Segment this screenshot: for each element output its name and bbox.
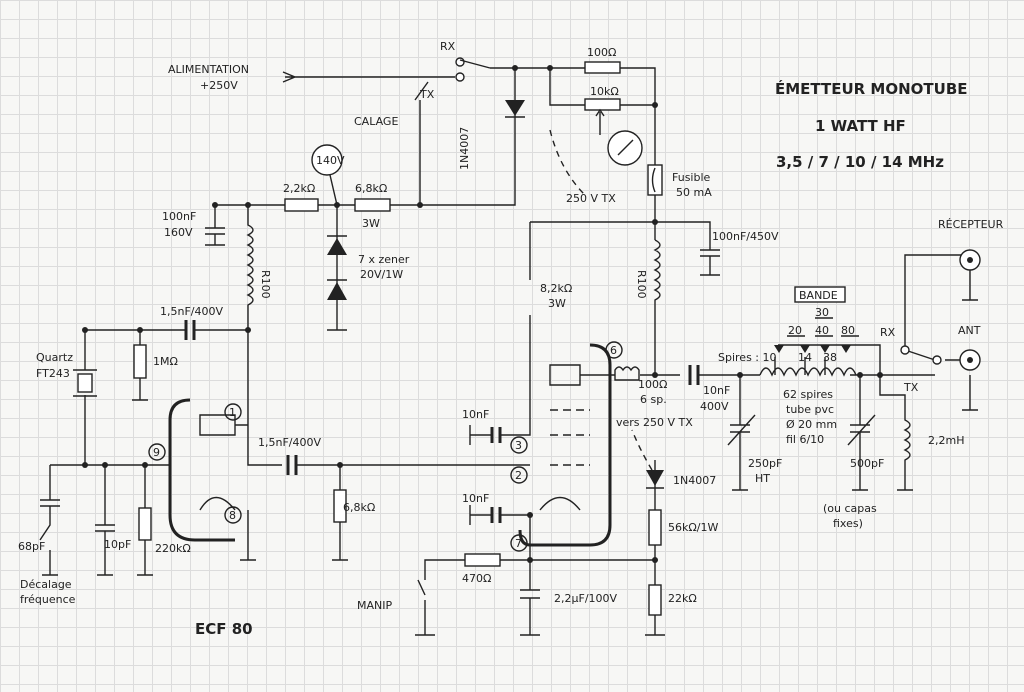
r-6k8-label: 6,8kΩ: [355, 182, 387, 195]
choke-label: R100: [259, 270, 272, 299]
cap-500pf-label: 500pF: [850, 457, 884, 470]
fixed-caps-2: fixes): [833, 517, 863, 530]
coil-spec-4: fil 6/10: [786, 433, 824, 446]
zener-label: 7 x zener: [358, 253, 410, 266]
r-10k-label: 10kΩ: [590, 85, 619, 98]
band-40: 40: [815, 324, 829, 337]
plate-choke-label: R100: [635, 270, 648, 299]
vers-250v-label: vers 250 V TX: [616, 416, 693, 429]
calage-label: CALAGE: [354, 115, 398, 128]
cap-250pf-ht: HT: [755, 472, 770, 485]
pin-2: 2: [515, 469, 522, 482]
meter-label: 140V: [316, 154, 345, 167]
fuse-label: Fusible: [672, 171, 711, 184]
supply-label: ALIMENTATION: [168, 63, 249, 76]
coil-spec-2: tube pvc: [786, 403, 834, 416]
coupling-cap-label: 1,5nF/400V: [160, 305, 223, 318]
cap-160v-label: 160V: [164, 226, 193, 239]
band-80: 80: [841, 324, 855, 337]
choke-2m2-label: 2,2mH: [928, 434, 964, 447]
cap-10pf-label: 10pF: [104, 538, 131, 551]
rx-label: RX: [440, 40, 456, 53]
pin-1: 1: [229, 406, 236, 419]
zener-rating: 20V/1W: [360, 268, 403, 281]
cap-2u2-label: 2,2µF/100V: [554, 592, 618, 605]
pin-6: 6: [610, 344, 617, 357]
pin-3: 3: [515, 439, 522, 452]
r-6k8-grid-label: 6,8kΩ: [343, 501, 375, 514]
r-100-label: 100Ω: [587, 46, 616, 59]
tap-14: 14: [798, 351, 812, 364]
cap-g2-label: 10nF: [462, 408, 489, 421]
r-220k-label: 220kΩ: [155, 542, 191, 555]
title-line-1: ÉMETTEUR MONOTUBE: [775, 79, 968, 98]
title-line-2: 1 WATT HF: [815, 117, 906, 135]
coupling-cap-2-label: 1,5nF/400V: [258, 436, 321, 449]
pin-8: 8: [229, 509, 236, 522]
diode-2-label: 1N4007: [673, 474, 716, 487]
decoupling-cap-label: 100nF/450V: [712, 230, 779, 243]
r-22k-label: 22kΩ: [668, 592, 697, 605]
manip-label: MANIP: [357, 599, 392, 612]
cap-250pf-label: 250pF: [748, 457, 782, 470]
r-8k2-power: 3W: [548, 297, 566, 310]
r-8k2-label: 8,2kΩ: [540, 282, 572, 295]
tube-type: ECF 80: [195, 620, 253, 638]
shift-label-2: fréquence: [20, 593, 76, 606]
diode-label: 1N4007: [458, 127, 471, 170]
shift-label-1: Décalage: [20, 578, 72, 591]
r-1m-label: 1MΩ: [153, 355, 178, 368]
cap-100nf-label: 100nF: [162, 210, 196, 223]
fuse-rating: 50 mA: [676, 186, 712, 199]
wires: [39, 57, 981, 636]
bande-label: BANDE: [799, 289, 838, 302]
fixed-caps-1: (ou capas: [823, 502, 877, 515]
title-line-3: 3,5 / 7 / 10 / 14 MHz: [776, 153, 944, 171]
coil-spec-1: 62 spires: [783, 388, 833, 401]
tx-voltage-label: 250 V TX: [566, 192, 616, 205]
tx-label: TX: [419, 88, 435, 101]
band-30: 30: [815, 306, 829, 319]
receiver-label: RÉCEPTEUR: [938, 218, 1004, 231]
suppressor-r-label: 100Ω: [638, 378, 667, 391]
output-tx-label: TX: [903, 381, 919, 394]
r-2k2-label: 2,2kΩ: [283, 182, 315, 195]
supply-voltage: +250V: [200, 79, 238, 92]
antenna-label: ANT: [958, 324, 981, 337]
coil-spec-3: Ø 20 mm: [786, 418, 837, 431]
r-470-label: 470Ω: [462, 572, 491, 585]
cap-k-label: 10nF: [462, 492, 489, 505]
output-cap-label: 10nF: [703, 384, 730, 397]
r-6k8-power: 3W: [362, 217, 380, 230]
spires-label: Spires : 10: [718, 351, 777, 364]
quartz-type: FT243: [36, 367, 70, 380]
cap-68pf-label: 68pF: [18, 540, 45, 553]
suppressor-turns: 6 sp.: [640, 393, 667, 406]
r-56k-label: 56kΩ/1W: [668, 521, 718, 534]
quartz-label: Quartz: [36, 351, 73, 364]
band-20: 20: [788, 324, 802, 337]
output-cap-voltage: 400V: [700, 400, 729, 413]
pin-7: 7: [515, 537, 522, 550]
output-rx-label: RX: [880, 326, 896, 339]
tap-38: 38: [823, 351, 837, 364]
pin-9: 9: [153, 446, 160, 459]
